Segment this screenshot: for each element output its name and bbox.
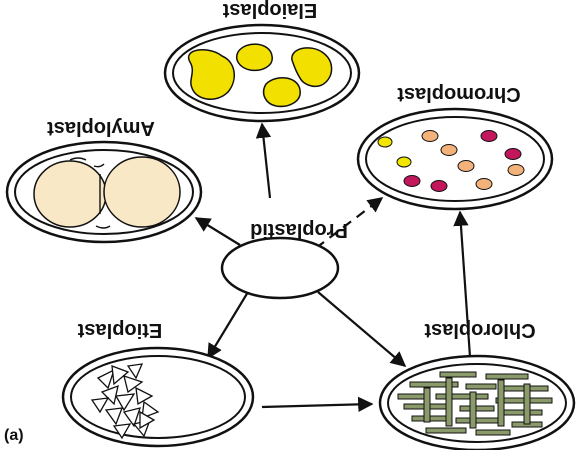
lipid-droplet bbox=[291, 47, 333, 88]
starch-grains bbox=[33, 156, 181, 228]
lipid-droplets bbox=[187, 43, 333, 108]
globule-orange bbox=[457, 160, 475, 172]
globule-magenta bbox=[403, 175, 421, 187]
globule-magenta bbox=[504, 148, 522, 160]
thylakoid bbox=[485, 373, 529, 380]
edge-chloroplast-chromoplast bbox=[453, 210, 472, 358]
edge-proplastid-amyloplast bbox=[194, 217, 241, 246]
thylakoid bbox=[465, 383, 497, 390]
thylakoid-stack bbox=[523, 383, 531, 425]
thylakoid bbox=[409, 381, 459, 388]
globule-orange bbox=[507, 164, 525, 176]
proplastid-label: Proplastid bbox=[250, 219, 348, 241]
thylakoid bbox=[475, 429, 511, 436]
lipid-droplet bbox=[262, 77, 301, 108]
etioplast-node: Etioplast bbox=[61, 319, 255, 448]
thylakoid-stack bbox=[445, 377, 453, 427]
edges bbox=[194, 122, 472, 413]
globule-yellow bbox=[377, 136, 393, 148]
thylakoid bbox=[501, 409, 543, 416]
carotenoid-globules bbox=[377, 130, 525, 192]
lipid-droplet bbox=[187, 49, 235, 100]
thylakoid bbox=[435, 393, 489, 400]
chloroplast-label: Chloroplast bbox=[424, 319, 535, 341]
edge-etioplast-chloroplast bbox=[261, 396, 374, 413]
edge-proplastid-elaioplast bbox=[255, 122, 272, 199]
prolamellar-body bbox=[90, 363, 160, 440]
thylakoid bbox=[455, 417, 503, 424]
thylakoid-stack bbox=[469, 391, 477, 429]
globule-magenta bbox=[430, 180, 448, 192]
chromoplast-label: Chromoplast bbox=[397, 83, 521, 105]
thylakoid bbox=[439, 371, 477, 378]
globule-orange bbox=[475, 178, 493, 190]
edge-proplastid-chromoplast bbox=[315, 197, 384, 249]
lipid-droplet bbox=[236, 43, 273, 72]
thylakoid bbox=[397, 393, 427, 400]
chloroplast-node: Chloroplast bbox=[378, 319, 576, 450]
globule-yellow bbox=[396, 156, 412, 168]
starch-grain bbox=[103, 156, 181, 228]
chromoplast-node: Chromoplast bbox=[356, 83, 554, 211]
panel-label: (a) bbox=[4, 427, 24, 444]
thylakoid bbox=[459, 405, 495, 412]
thylakoid bbox=[425, 427, 467, 434]
edge-proplastid-chloroplast bbox=[317, 291, 407, 367]
elaioplast-label: Elaioplast bbox=[222, 0, 317, 21]
starch-grain bbox=[33, 160, 107, 228]
thylakoid-stack bbox=[497, 379, 505, 427]
thylakoid-stack bbox=[423, 387, 431, 423]
amyloplast-membranes bbox=[69, 157, 111, 229]
thylakoid bbox=[411, 415, 451, 422]
edge-proplastid-etioplast bbox=[207, 291, 249, 360]
amyloplast-label: Amyloplast bbox=[47, 117, 155, 139]
elaioplast-node: Elaioplast bbox=[163, 0, 361, 123]
globule-orange bbox=[440, 144, 458, 156]
thylakoids bbox=[397, 371, 553, 436]
globule-orange bbox=[421, 130, 439, 142]
etioplast-label: Etioplast bbox=[77, 319, 162, 341]
amyloplast-node: Amyloplast bbox=[5, 117, 203, 244]
proplastid-node: Proplastid bbox=[220, 219, 348, 300]
globule-magenta bbox=[480, 130, 498, 142]
